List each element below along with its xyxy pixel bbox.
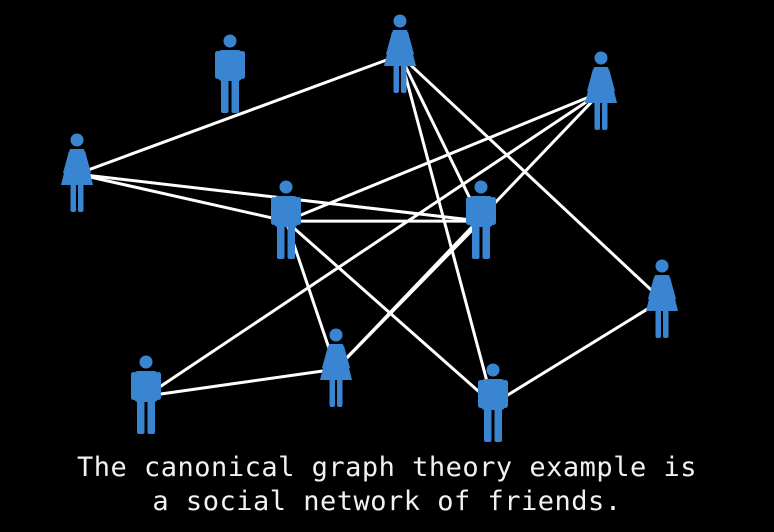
female-person-icon-p4 <box>585 51 617 130</box>
female-person-icon-p2 <box>61 133 93 212</box>
person-nodes <box>61 14 678 442</box>
friendship-edge-p2-p5 <box>75 172 288 223</box>
female-person-icon-p9 <box>320 328 352 407</box>
friendship-edge-p4-p8 <box>144 90 603 398</box>
male-person-icon-p6 <box>466 180 496 259</box>
male-person-icon-p10 <box>478 363 508 442</box>
male-person-icon-p1 <box>215 34 245 113</box>
male-person-icon-p5 <box>271 180 301 259</box>
friendship-edge-p3-p7 <box>398 53 664 302</box>
friendship-edge-p3-p6 <box>398 53 483 223</box>
friendship-edge-p7-p10 <box>491 298 664 406</box>
friendship-edge-p3-p10 <box>398 53 495 406</box>
female-person-icon-p7 <box>646 259 678 338</box>
friendship-edge-p6-p9 <box>334 219 483 371</box>
caption-line-1: The canonical graph theory example is <box>77 452 697 483</box>
female-person-icon-p3 <box>384 14 416 93</box>
friendship-edge-p8-p9 <box>144 367 338 398</box>
caption-line-2: a social network of friends. <box>152 486 622 517</box>
friendship-edge-p4-p5 <box>284 90 603 223</box>
friendship-edge-p2-p3 <box>75 53 402 176</box>
male-person-icon-p8 <box>131 355 161 434</box>
